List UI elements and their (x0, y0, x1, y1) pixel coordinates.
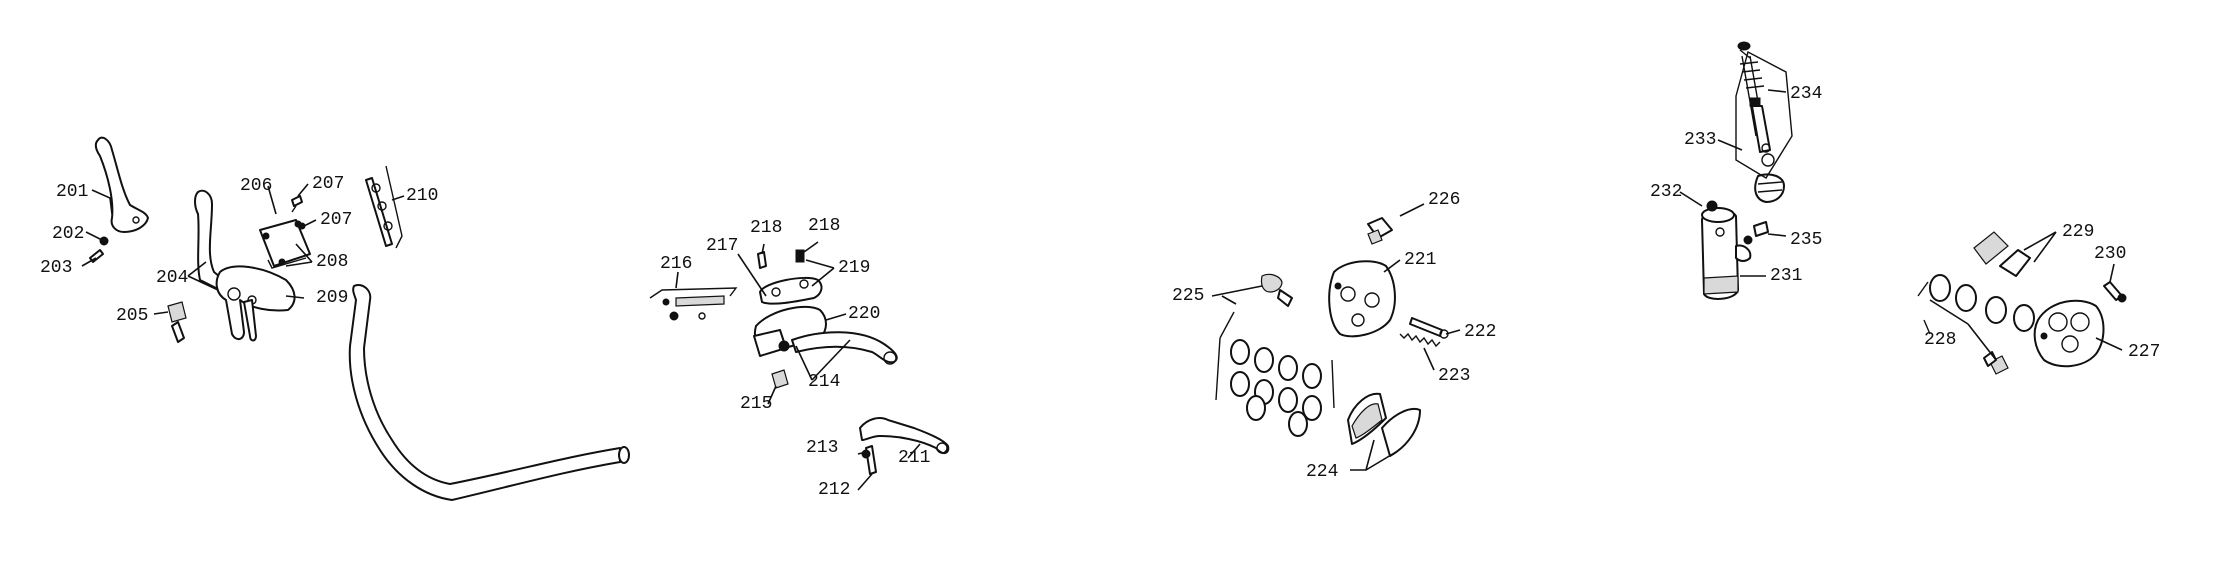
part-label: 203 (40, 258, 72, 278)
reservoir-cap-part (259, 219, 311, 267)
screw-part (99, 236, 109, 246)
brake-pad-part (1973, 231, 2009, 265)
part-label: 219 (838, 258, 870, 278)
part-label: 205 (116, 306, 148, 326)
pivot-pin-part (365, 177, 393, 247)
front-caliper-group (1211, 203, 1461, 471)
part-label: 229 (2062, 222, 2094, 242)
adjuster-nut-part (771, 369, 789, 389)
piston-seal-set (1230, 339, 1322, 437)
part-label: 221 (1404, 250, 1436, 270)
part-label: 201 (56, 182, 88, 202)
part-label: 213 (806, 438, 838, 458)
caliper-bolt-part (1409, 317, 1443, 337)
dust-boot-part (1754, 173, 1785, 203)
piston-seal-set (1929, 274, 2035, 332)
part-label: 208 (316, 252, 348, 272)
part-label: 206 (240, 176, 272, 196)
brake-pad-part (1381, 408, 1421, 457)
part-label: 210 (406, 186, 438, 206)
part-number-labels: 201 202 203 204 205 206 207 207 208 209 … (40, 84, 2160, 500)
part-label: 204 (156, 268, 188, 288)
handlebar-part (348, 284, 621, 501)
part-label: 215 (740, 394, 772, 414)
part-label: 218 (808, 216, 840, 236)
part-label: 235 (1790, 230, 1822, 250)
part-label: 216 (660, 254, 692, 274)
part-label: 207 (320, 210, 352, 230)
part-label: 230 (2094, 244, 2126, 264)
part-label: 207 (312, 174, 344, 194)
part-label: 233 (1684, 130, 1716, 150)
part-label: 223 (1438, 366, 1470, 386)
brake-lever-part (791, 331, 898, 364)
part-label: 225 (1172, 286, 1204, 306)
part-label: 217 (706, 236, 738, 256)
caliper-body-part (2033, 299, 2105, 368)
front-master-cylinder-group (649, 241, 950, 491)
rear-caliper-group (1917, 231, 2127, 375)
part-label: 228 (1924, 330, 1956, 350)
caliper-body-part (1328, 260, 1396, 338)
push-rod-part (1739, 49, 1751, 59)
part-label: 224 (1306, 462, 1338, 482)
part-label: 214 (808, 372, 840, 392)
part-label: 232 (1650, 182, 1682, 202)
part-label: 218 (750, 218, 782, 238)
spring-part (1399, 332, 1441, 348)
part-label: 227 (2128, 342, 2160, 362)
pin-part (649, 287, 738, 299)
reservoir-cover-part (759, 276, 823, 305)
brake-pad-part (1999, 249, 2031, 277)
clutch-lever-group (81, 136, 405, 343)
brake-lever-part (859, 417, 950, 454)
part-label: 211 (898, 448, 930, 468)
part-label: 212 (818, 480, 850, 500)
clutch-lever-part (94, 136, 149, 233)
adjuster-part (167, 301, 187, 323)
part-label: 202 (52, 224, 84, 244)
part-label: 209 (316, 288, 348, 308)
bleed-screw-part (1260, 273, 1283, 293)
rear-master-cylinder-group (1679, 41, 1793, 300)
handlebar-group (348, 284, 630, 501)
part-label: 234 (1790, 84, 1822, 104)
part-label: 226 (1428, 190, 1460, 210)
part-label: 222 (1464, 322, 1496, 342)
part-label: 220 (848, 304, 880, 324)
part-label: 231 (1770, 266, 1802, 286)
